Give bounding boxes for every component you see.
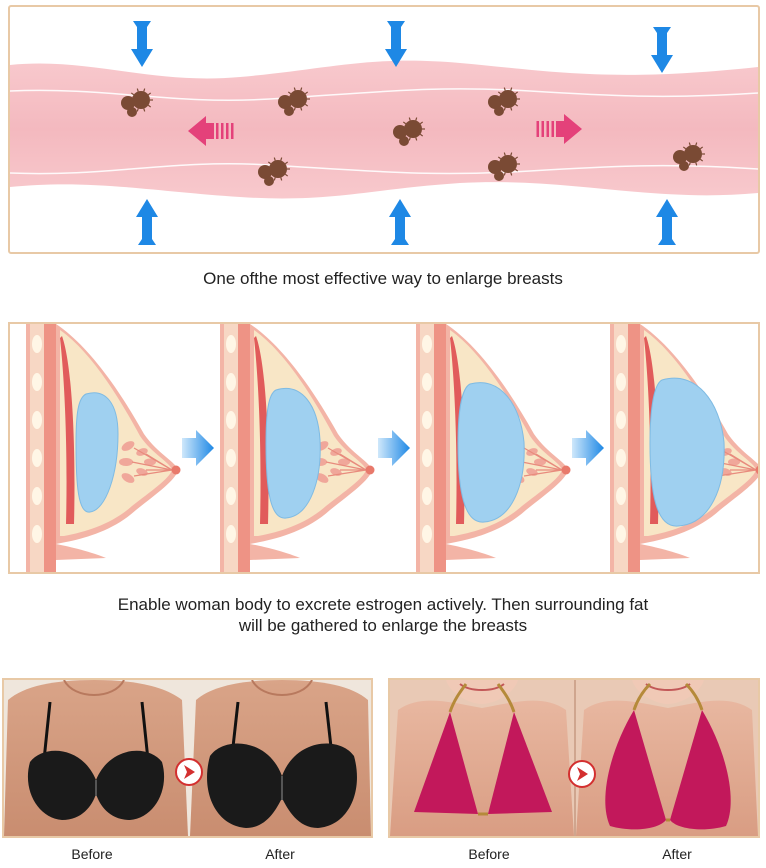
breast-stage-1 [25, 324, 182, 572]
cell-cluster [673, 142, 705, 171]
breast-stage-2 [219, 324, 376, 572]
blood-vessel [10, 60, 758, 199]
pink-arrow-icon [188, 116, 234, 146]
breast-stages-diagram [25, 324, 758, 572]
blue-arrow-icon [385, 21, 407, 67]
photo-label-after: After [265, 846, 295, 862]
vessel-diagram [10, 21, 758, 245]
stages-caption-line-1: Enable woman body to excrete estrogen ac… [117, 595, 649, 614]
fat-tissue-stage-4 [649, 377, 725, 527]
stages-caption: Enable woman body to excrete estrogen ac… [0, 594, 766, 636]
pink-arrow-icon [536, 114, 582, 144]
cell-cluster [488, 152, 520, 181]
blue-arrow-icon [656, 199, 678, 245]
photo-label-before: Before [71, 846, 113, 862]
red-circle-arrow-icon [175, 758, 203, 786]
blue-chevron-icon [572, 430, 604, 466]
vessel-caption: One ofthe most effective way to enlarge … [203, 269, 563, 288]
breast-stage-3 [415, 324, 572, 572]
before-torso-black [4, 680, 188, 836]
blue-arrow-icon [651, 27, 673, 73]
stages-diagram-panel [8, 322, 760, 574]
vessel-diagram-panel [8, 5, 760, 254]
blue-chevron-icon [182, 430, 214, 466]
blue-arrow-icon [389, 199, 411, 245]
black-bra-comparison-photo [2, 678, 373, 838]
stages-caption-line-2: will be gathered to enlarge the breasts [238, 616, 528, 635]
cell-cluster [393, 117, 425, 146]
after-torso-red [576, 680, 758, 836]
blue-chevron-icon [378, 430, 410, 466]
red-bikini-comparison-photo [388, 678, 760, 838]
after-torso-black [190, 680, 371, 836]
vessel-inner-line-bottom [10, 163, 758, 175]
fat-tissue-stage-2 [265, 388, 321, 519]
fat-tissue-stage-3 [457, 382, 525, 523]
cell-cluster [258, 157, 290, 186]
cell-cluster [488, 87, 520, 116]
photo-label-after: After [662, 846, 692, 862]
cell-cluster [121, 88, 153, 117]
before-torso-red [390, 680, 574, 836]
red-circle-arrow-icon [568, 760, 596, 788]
breast-stage-4 [609, 324, 758, 572]
blue-arrow-icon [136, 199, 158, 245]
cell-cluster [278, 87, 310, 116]
fat-tissue-stage-1 [75, 392, 119, 513]
blue-arrow-icon [131, 21, 153, 67]
photo-label-before: Before [468, 846, 510, 862]
